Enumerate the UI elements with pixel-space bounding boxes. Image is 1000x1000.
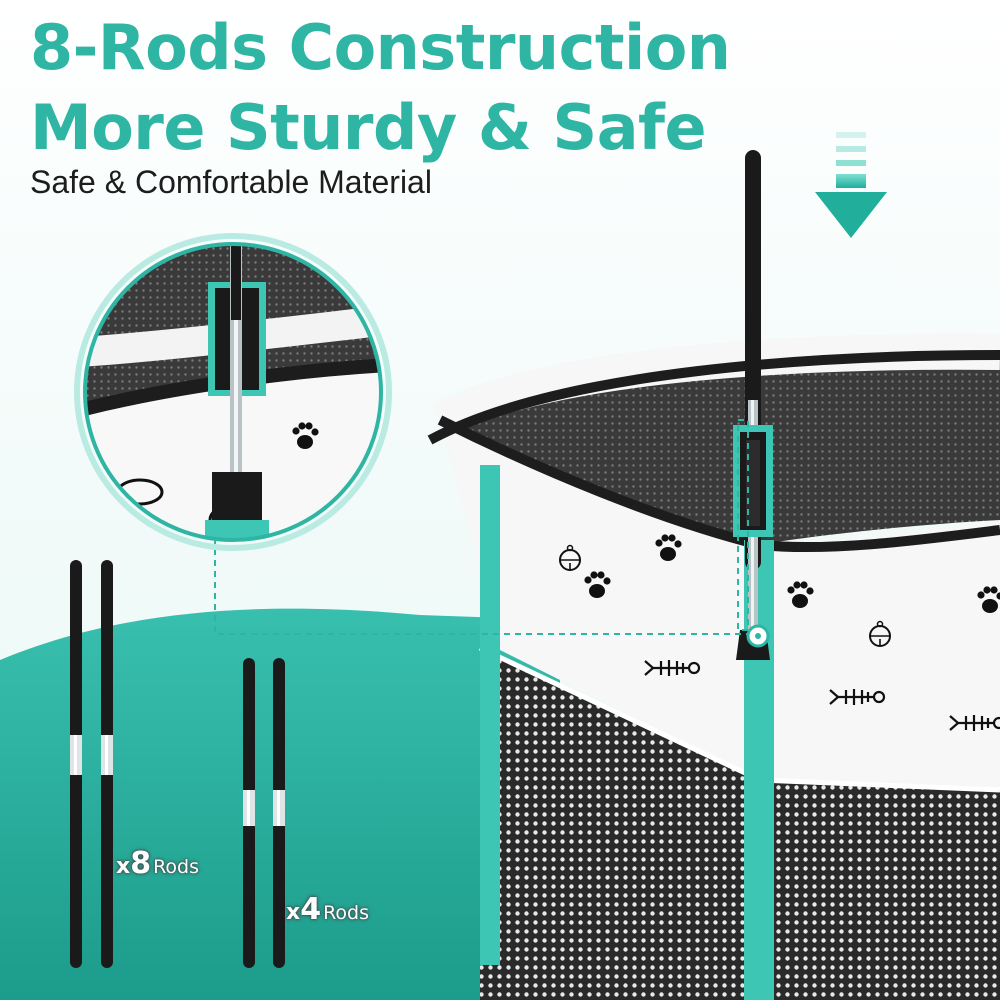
badge-count: 8 [130, 846, 152, 881]
title-line-2: More Sturdy & Safe [30, 91, 707, 164]
long-rod [101, 560, 113, 968]
short-rod [273, 658, 285, 968]
badge-prefix: x [286, 900, 301, 925]
long-rod [70, 560, 82, 968]
down-arrow-icon [815, 132, 887, 238]
insert-rod [733, 150, 773, 660]
subtitle: Safe & Comfortable Material [30, 164, 432, 200]
leader-line [214, 505, 748, 635]
page-title: 8-Rods Construction More Sturdy & Safe [30, 8, 731, 168]
badge-unit: Rods [323, 902, 370, 924]
rod-count-badge-8: x 8 Rods [116, 846, 199, 881]
short-rod [243, 658, 255, 968]
badge-prefix: x [116, 854, 131, 879]
badge-unit: Rods [153, 856, 200, 878]
zoom-detail [74, 233, 392, 551]
rod-count-badge-4: x 4 Rods [286, 892, 369, 927]
badge-count: 4 [300, 892, 322, 927]
pen-frame-left [480, 465, 500, 965]
pen-top-mesh [440, 351, 1000, 545]
pen-side-mesh [480, 648, 1000, 1000]
title-line-1: 8-Rods Construction [30, 11, 731, 84]
